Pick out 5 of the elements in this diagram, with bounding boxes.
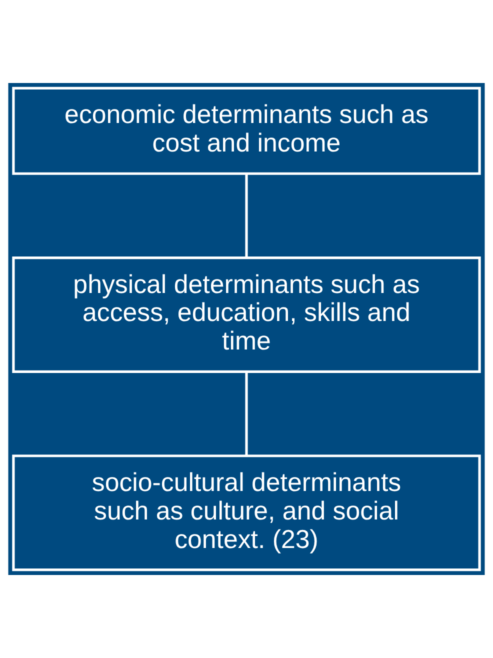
connector bbox=[245, 174, 248, 258]
node-box: physical determinants such as access, education, skills and time bbox=[12, 256, 481, 374]
connector bbox=[245, 372, 248, 456]
node-box: economic determinants such as cost and income bbox=[12, 86, 481, 175]
node-box: socio-cultural determinants such as culture, and social context. (23) bbox=[12, 454, 481, 572]
